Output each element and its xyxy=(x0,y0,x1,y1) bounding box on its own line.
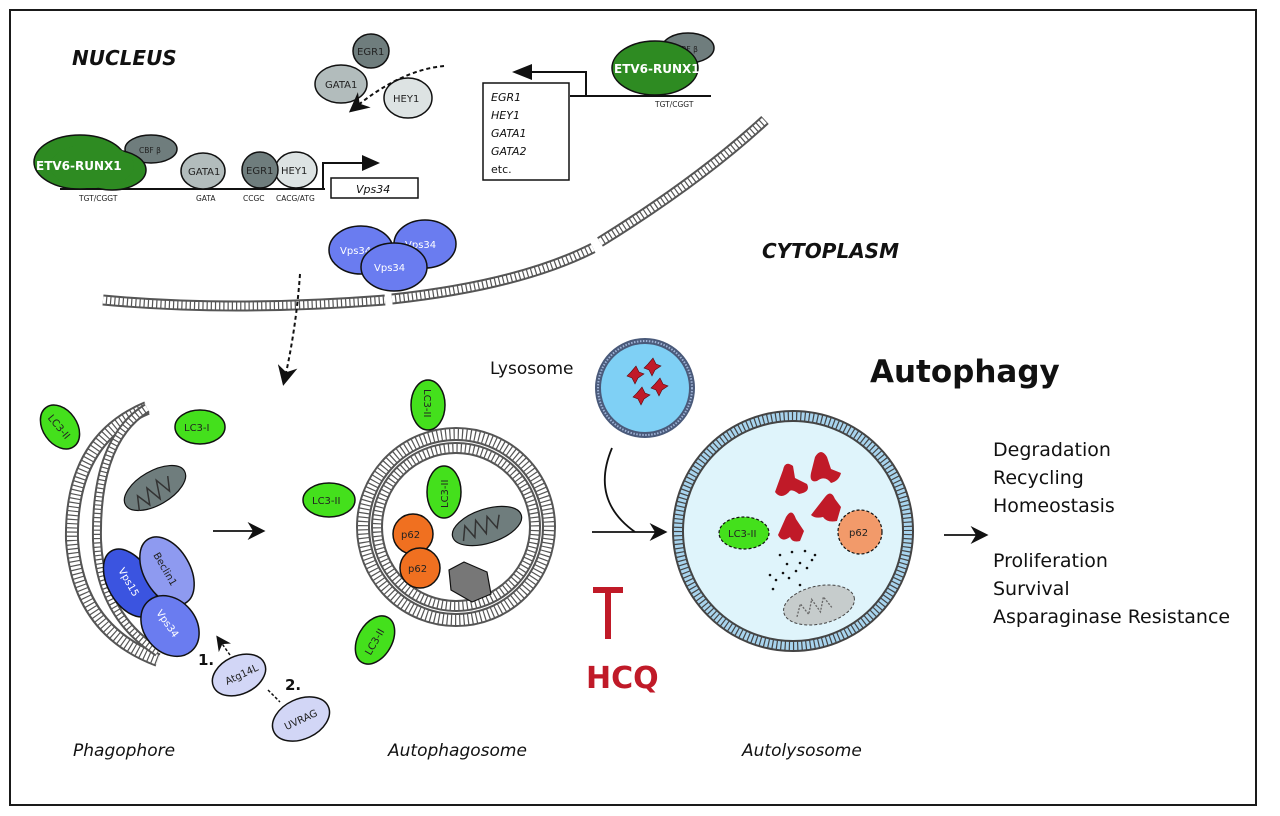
lc3-ii-label: LC3-II xyxy=(421,389,432,417)
translocation-arrow xyxy=(277,273,301,386)
outcome-item: Degradation xyxy=(993,439,1111,461)
cbf-beta-label: CBF β xyxy=(139,146,161,155)
outcome-item: Proliferation xyxy=(993,550,1108,572)
hey1-label: HEY1 xyxy=(281,166,307,177)
site-ccgc: CCGC xyxy=(243,194,265,203)
etv6-runx1-label-right: ETV6-RUNX1 xyxy=(614,62,700,76)
p62-label: p62 xyxy=(401,530,420,541)
mitochondrion-degrading-icon xyxy=(783,584,855,626)
vps34-protein xyxy=(140,594,200,658)
target-gene-promoter: CBF β ETV6-RUNX1 TGT/CGGT EGR1 HEY1 GATA… xyxy=(482,32,715,181)
outcome-item: Recycling xyxy=(993,467,1084,489)
target-gene: etc. xyxy=(491,163,512,176)
step1-label: 1. xyxy=(198,651,214,669)
etv6-runx1-complex-left: CBF β ETV6-RUNX1 TGT/CGGT xyxy=(33,134,178,203)
lc3-ii-degrading xyxy=(718,516,770,550)
vps34-gene-box xyxy=(330,177,419,199)
step2-link xyxy=(267,689,281,703)
target-gene: GATA1 xyxy=(491,127,526,140)
outcomes-group-1: Degradation Recycling Homeostasis xyxy=(993,439,1115,517)
p62-degrading xyxy=(837,509,883,555)
lc3-ii-label: LC3-II xyxy=(312,496,340,507)
nucleus-label: NUCLEUS xyxy=(72,46,177,70)
etv6-runx1-label-left: ETV6-RUNX1 xyxy=(36,159,122,173)
lysosome-label: Lysosome xyxy=(490,359,574,379)
target-genes-list: EGR1 HEY1 GATA1 GATA2 etc. xyxy=(491,91,526,176)
free-gata1-label: GATA1 xyxy=(325,80,357,91)
lc3-ii-label: LC3-II xyxy=(728,529,756,540)
phagophore: LC3-II LC3-I Vps15 Beclin1 Vps34 Atg14L … xyxy=(39,401,331,761)
beclin1-protein xyxy=(139,536,195,606)
etv6-runx1-complex-right: CBF β ETV6-RUNX1 TGT/CGGT xyxy=(611,32,715,109)
arrowhead-icon xyxy=(512,64,532,80)
vps34-promoter: CBF β ETV6-RUNX1 TGT/CGGT GATA1 GATA HEY… xyxy=(33,134,419,203)
gata1-label: GATA1 xyxy=(188,167,220,178)
p62-label: p62 xyxy=(408,564,427,575)
lc3-ii-protein xyxy=(410,379,446,431)
step2-label: 2. xyxy=(285,676,301,694)
gata1-bound: GATA1 GATA xyxy=(180,152,226,203)
outcome-item: Homeostasis xyxy=(993,495,1115,517)
outcomes-group-2: Proliferation Survival Asparaginase Resi… xyxy=(993,550,1230,628)
lc3-ii-protein xyxy=(426,465,462,519)
egr1-label: EGR1 xyxy=(246,166,273,177)
binding-arrow xyxy=(348,65,445,113)
fusion-curve xyxy=(603,447,636,533)
lc3-i-protein xyxy=(174,409,226,445)
p62-label: p62 xyxy=(849,528,868,539)
hcq-inhibitor: HCQ xyxy=(586,587,659,696)
autophagosome-label: Autophagosome xyxy=(387,741,527,761)
outcome-item: Asparaginase Resistance xyxy=(993,606,1230,628)
egr1-bound: EGR1 CCGC xyxy=(241,151,279,203)
hcq-label: HCQ xyxy=(586,661,659,696)
mitochondrion-icon xyxy=(123,464,187,512)
autolysosome: LC3-II p62 Autolysosome xyxy=(672,410,914,761)
outcome-item: Survival xyxy=(993,578,1070,600)
vps34-label: Vps34 xyxy=(340,246,371,257)
hydrolase-enzymes-icon xyxy=(775,452,841,542)
target-gene: HEY1 xyxy=(491,109,520,122)
site-tgt-cggt-left: TGT/CGGT xyxy=(78,194,118,203)
autophagosome: LC3-II LC3-II LC3-II LC3-II p62 p62 Auto… xyxy=(302,379,556,761)
figure-frame xyxy=(9,9,1257,806)
site-tgt-cggt-right: TGT/CGGT xyxy=(654,100,694,109)
site-gata: GATA xyxy=(196,194,216,203)
p62-protein xyxy=(399,547,441,589)
vps34-label: Vps34 xyxy=(405,240,436,251)
autolysosome-label: Autolysosome xyxy=(741,741,862,761)
hey1-bound: HEY1 CACG/ATG xyxy=(274,151,318,203)
atg14l-protein xyxy=(211,653,267,697)
vps34-cluster: Vps34 Vps34 Vps34 xyxy=(328,219,457,292)
transcription-start-arrow xyxy=(322,162,366,189)
site-cacg-atg: CACG/ATG xyxy=(276,194,315,203)
vps34-label: Vps34 xyxy=(374,263,405,274)
degradation-products-icon xyxy=(768,549,817,591)
target-genes-box xyxy=(482,82,570,181)
target-gene: EGR1 xyxy=(491,91,521,104)
hydrolase-enzymes-icon xyxy=(626,357,669,406)
free-egr1-label: EGR1 xyxy=(357,47,384,58)
arrowhead-icon xyxy=(362,155,380,171)
target-gene: GATA2 xyxy=(491,145,526,158)
autophagy-title: Autophagy xyxy=(870,354,1060,390)
lc3-ii-protein xyxy=(302,482,356,518)
step1-arrow xyxy=(216,635,232,656)
cargo-aggregate-icon xyxy=(448,561,492,603)
lc3-ii-label: LC3-II xyxy=(440,480,451,508)
uvrag-protein xyxy=(271,696,331,742)
free-hey1-label: HEY1 xyxy=(393,94,419,105)
free-transcription-factors: GATA1 EGR1 HEY1 xyxy=(314,33,445,119)
lc3-i-label: LC3-I xyxy=(184,423,209,434)
nuclear-membrane xyxy=(102,115,769,312)
lc3-ii-protein xyxy=(354,615,396,665)
vps34-gene-label: Vps34 xyxy=(356,183,390,196)
lysosome: Lysosome xyxy=(490,338,695,438)
cytoplasm-label: CYTOPLASM xyxy=(762,239,899,263)
lc3-ii-protein xyxy=(39,404,81,450)
phagophore-label: Phagophore xyxy=(73,741,175,761)
